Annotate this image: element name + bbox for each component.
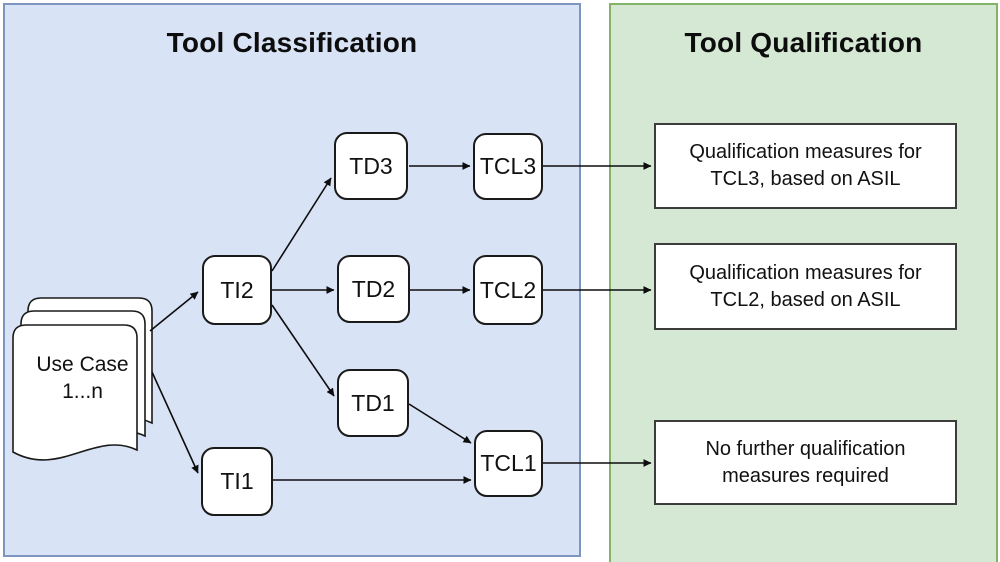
qualification-title: Tool Qualification xyxy=(684,27,923,58)
qual-box-tcl3: Qualification measures for TCL3, based o… xyxy=(654,123,957,209)
node-ti1: TI1 xyxy=(201,447,273,516)
node-tcl2: TCL2 xyxy=(473,255,543,325)
use-case-label-line1: Use Case xyxy=(36,353,129,376)
node-td1: TD1 xyxy=(337,369,409,437)
qual-box-tcl2-line2: TCL2, based on ASIL xyxy=(710,288,901,311)
qual-box-no-measures-line2: measures required xyxy=(722,464,889,487)
qual-box-tcl3-line1: Qualification measures for xyxy=(689,141,922,163)
qual-box-tcl3-line2: TCL3, based on ASIL xyxy=(710,168,901,190)
qual-box-no-measures-line1: No further qualification xyxy=(705,437,906,460)
qual-box-tcl2: Qualification measures for TCL2, based o… xyxy=(654,243,957,330)
classification-title: Tool Classification xyxy=(166,27,418,58)
qual-box-no-measures: No further qualification measures requir… xyxy=(654,420,957,505)
use-case-label: Use Case 1...n xyxy=(15,351,150,405)
node-tcl3: TCL3 xyxy=(473,133,543,200)
use-case-label-line2: 1...n xyxy=(62,380,103,403)
node-ti2: TI2 xyxy=(202,255,272,325)
node-td3: TD3 xyxy=(334,132,408,200)
qual-box-tcl2-line1: Qualification measures for xyxy=(689,261,922,284)
node-td2: TD2 xyxy=(337,255,410,323)
node-tcl1: TCL1 xyxy=(474,430,543,497)
